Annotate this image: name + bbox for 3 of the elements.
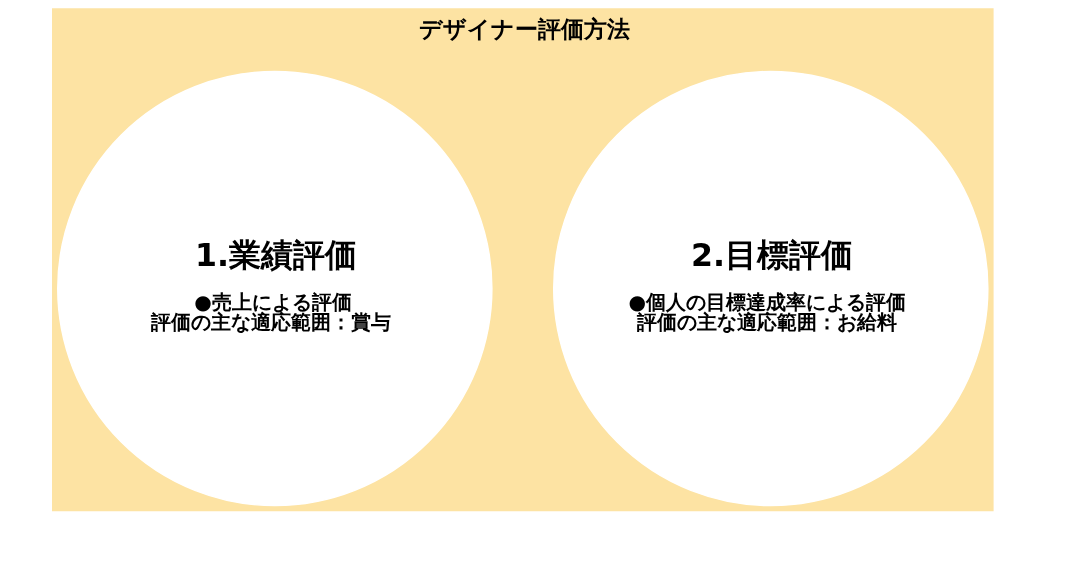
node-circle: 2.目標評価 ●個人の目標達成率による評価 評価の主な適応範囲：お給料 — [553, 70, 989, 507]
diagram-title: デザイナー評価方法 — [418, 15, 630, 42]
node-circle: 1.業績評価 ●売上による評価 評価の主な適応範囲：賞与 — [57, 70, 493, 507]
